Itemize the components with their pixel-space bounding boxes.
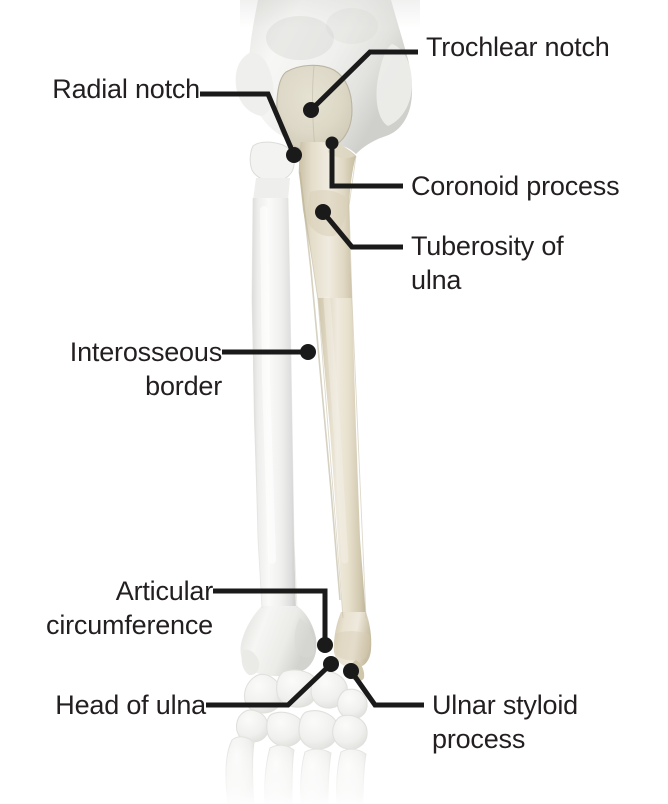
leader-line-articular-circumference <box>213 588 328 645</box>
radius-neck <box>253 178 290 200</box>
marker-head-of-ulna <box>323 656 339 672</box>
marker-trochlear-notch <box>303 102 319 118</box>
marker-radial-notch <box>286 147 302 163</box>
leader-markers-group <box>286 102 359 679</box>
marker-articular-circumference <box>317 637 333 653</box>
carpal-trapezoid <box>266 711 304 747</box>
ulnar-notch-shading <box>294 618 315 658</box>
radius-outline <box>251 197 298 609</box>
label-interosseous-line-2: border <box>145 371 222 401</box>
carpal-pisiform <box>337 688 368 720</box>
radius-shaft-specular <box>260 206 276 564</box>
label-ulnar-styloid-line-1: Ulnar styloid <box>432 690 578 720</box>
label-trochlear-notch: Trochlear notch <box>426 32 610 62</box>
label-coronoid-process: Coronoid process <box>411 171 620 201</box>
carpal-trapezium <box>235 709 269 743</box>
label-articular-line-1: Articular <box>115 576 213 606</box>
label-articular-circumference: Articular circumference <box>18 574 213 642</box>
interosseous-border-line <box>299 171 341 601</box>
leader-line-ulnar-styloid-process <box>348 669 424 708</box>
marker-interosseous-border <box>300 344 316 360</box>
leader-line-tuberosity-of-ulna <box>321 210 403 250</box>
articular-circumference-shape <box>335 631 370 661</box>
ulna-shaft-specular <box>323 296 349 564</box>
leader-line-head-of-ulna <box>206 662 333 708</box>
label-tuberosity-line-2: ulna <box>411 265 462 295</box>
leader-line-coronoid-process <box>329 143 403 189</box>
head-of-ulna-shape <box>333 612 372 668</box>
carpal-lunate <box>276 669 318 708</box>
carpal-bones-group <box>235 669 368 750</box>
ulna-group <box>298 140 372 682</box>
marker-ulnar-styloid-process <box>343 663 359 679</box>
marker-tuberosity-of-ulna <box>315 204 331 220</box>
leader-lines-group <box>200 49 424 708</box>
label-tuberosity-of-ulna: Tuberosity of ulna <box>411 229 564 297</box>
label-ulnar-styloid-process: Ulnar styloid process <box>432 688 578 756</box>
marker-coronoid-process <box>325 136 339 150</box>
leader-line-trochlear-notch <box>309 49 418 112</box>
label-interosseous-line-1: Interosseous <box>69 337 222 367</box>
label-head-of-ulna: Head of ulna <box>55 690 206 720</box>
medial-epicondyle <box>235 52 274 116</box>
label-ulnar-styloid-line-2: process <box>432 724 526 754</box>
label-tuberosity-line-1: Tuberosity of <box>411 231 564 261</box>
label-articular-line-2: circumference <box>46 610 213 640</box>
radius-group <box>240 141 317 677</box>
lateral-epicondyle <box>376 44 412 126</box>
leader-line-radial-notch <box>200 91 297 156</box>
bottom-fade <box>200 744 420 804</box>
radial-styloid <box>241 649 260 676</box>
humerus-top-fade <box>240 0 420 28</box>
radial-head <box>249 141 295 182</box>
label-interosseous-border: Interosseous border <box>34 335 222 403</box>
label-radial-notch: Radial notch <box>52 74 200 104</box>
